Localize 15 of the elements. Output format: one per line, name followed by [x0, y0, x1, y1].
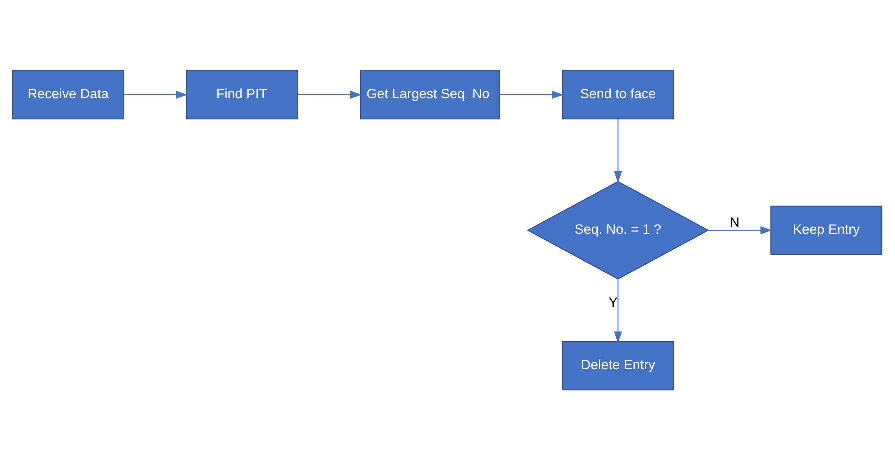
node-diamond: Seq. No. = 1 ?	[527, 180, 710, 280]
node-box: Send to face	[562, 70, 674, 120]
node-box: Receive Data	[12, 70, 124, 120]
edge-label: N	[730, 214, 740, 230]
arrow	[499, 90, 564, 99]
node-box: Find PIT	[186, 70, 298, 120]
node-box: Delete Entry	[562, 340, 674, 390]
arrow	[614, 278, 622, 343]
node-box: Keep Entry	[770, 205, 883, 255]
arrow	[124, 90, 188, 99]
arrow	[708, 226, 772, 234]
arrow	[614, 118, 622, 183]
edge-label: Y	[608, 294, 618, 310]
arrow	[297, 90, 362, 99]
node-box: Get Largest Seq. No.	[360, 70, 500, 120]
